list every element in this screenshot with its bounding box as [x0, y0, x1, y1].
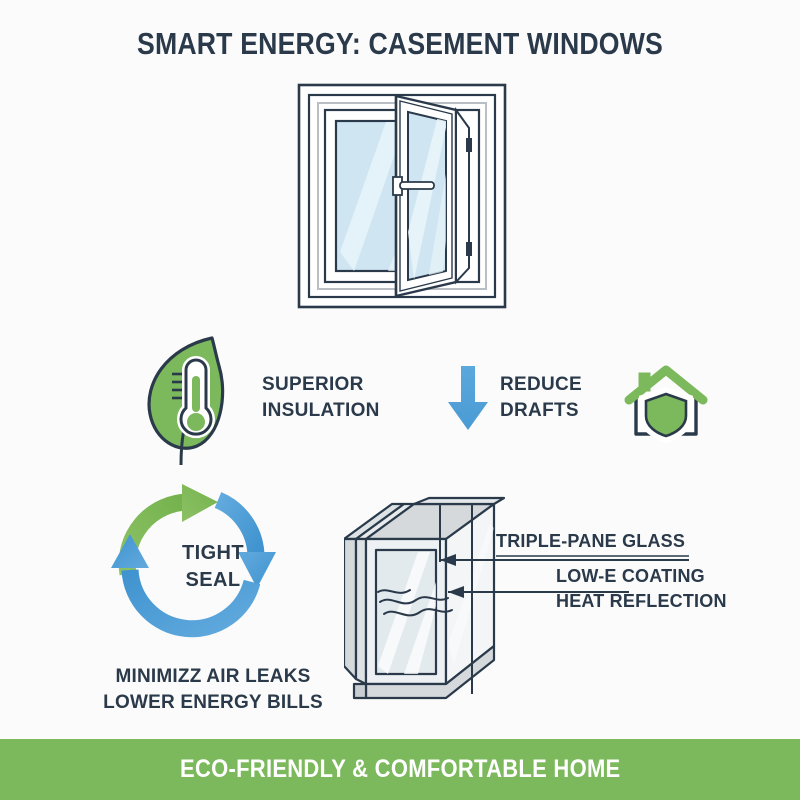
glass-label-triple-pane: TRIPLE-PANE GLASS	[496, 531, 686, 551]
feature-label-drafts: REDUCE DRAFTS	[500, 372, 582, 424]
feature-label-insulation: SUPERIOR INSULATION	[262, 372, 380, 424]
triple-pane-glass-icon	[342, 496, 689, 700]
cycle-center-line2: SEAL	[185, 569, 241, 591]
house-shield-icon	[624, 362, 708, 444]
cycle-center-line1: TIGHT	[182, 542, 244, 564]
triple-pane-glass-illustration	[342, 494, 744, 704]
glass-label-lowe: LOW-E COATING HEAT REFLECTION	[556, 564, 727, 614]
feature-label-drafts-line2: DRAFTS	[500, 400, 579, 421]
casement-window-icon	[297, 83, 507, 309]
page-title: SMART ENERGY: CASEMENT WINDOWS	[136, 26, 663, 61]
cycle-caption-line2: LOWER ENERGY BILLS	[103, 692, 323, 713]
leaf-thermometer-icon	[140, 330, 232, 472]
glass-label-lowe-line2: HEAT REFLECTION	[556, 591, 727, 611]
cycle-center-label: TIGHT SEAL	[96, 540, 330, 594]
cycle-caption: MINIMIZZ AIR LEAKS LOWER ENERGY BILLS	[56, 664, 370, 716]
casement-window-illustration	[296, 82, 508, 310]
glass-label-lowe-line1: LOW-E COATING	[556, 566, 705, 586]
cycle-caption-line1: MINIMIZZ AIR LEAKS	[115, 666, 311, 687]
circular-arrows-icon	[96, 478, 330, 663]
feature-label-insulation-line2: INSULATION	[262, 400, 380, 421]
footer-banner: ECO-FRIENDLY & COMFORTABLE HOME	[0, 739, 800, 800]
footer-text: ECO-FRIENDLY & COMFORTABLE HOME	[179, 755, 621, 783]
feature-label-insulation-line1: SUPERIOR	[262, 374, 364, 395]
arrow-down-icon	[446, 366, 490, 432]
feature-label-drafts-line1: REDUCE	[500, 374, 583, 395]
